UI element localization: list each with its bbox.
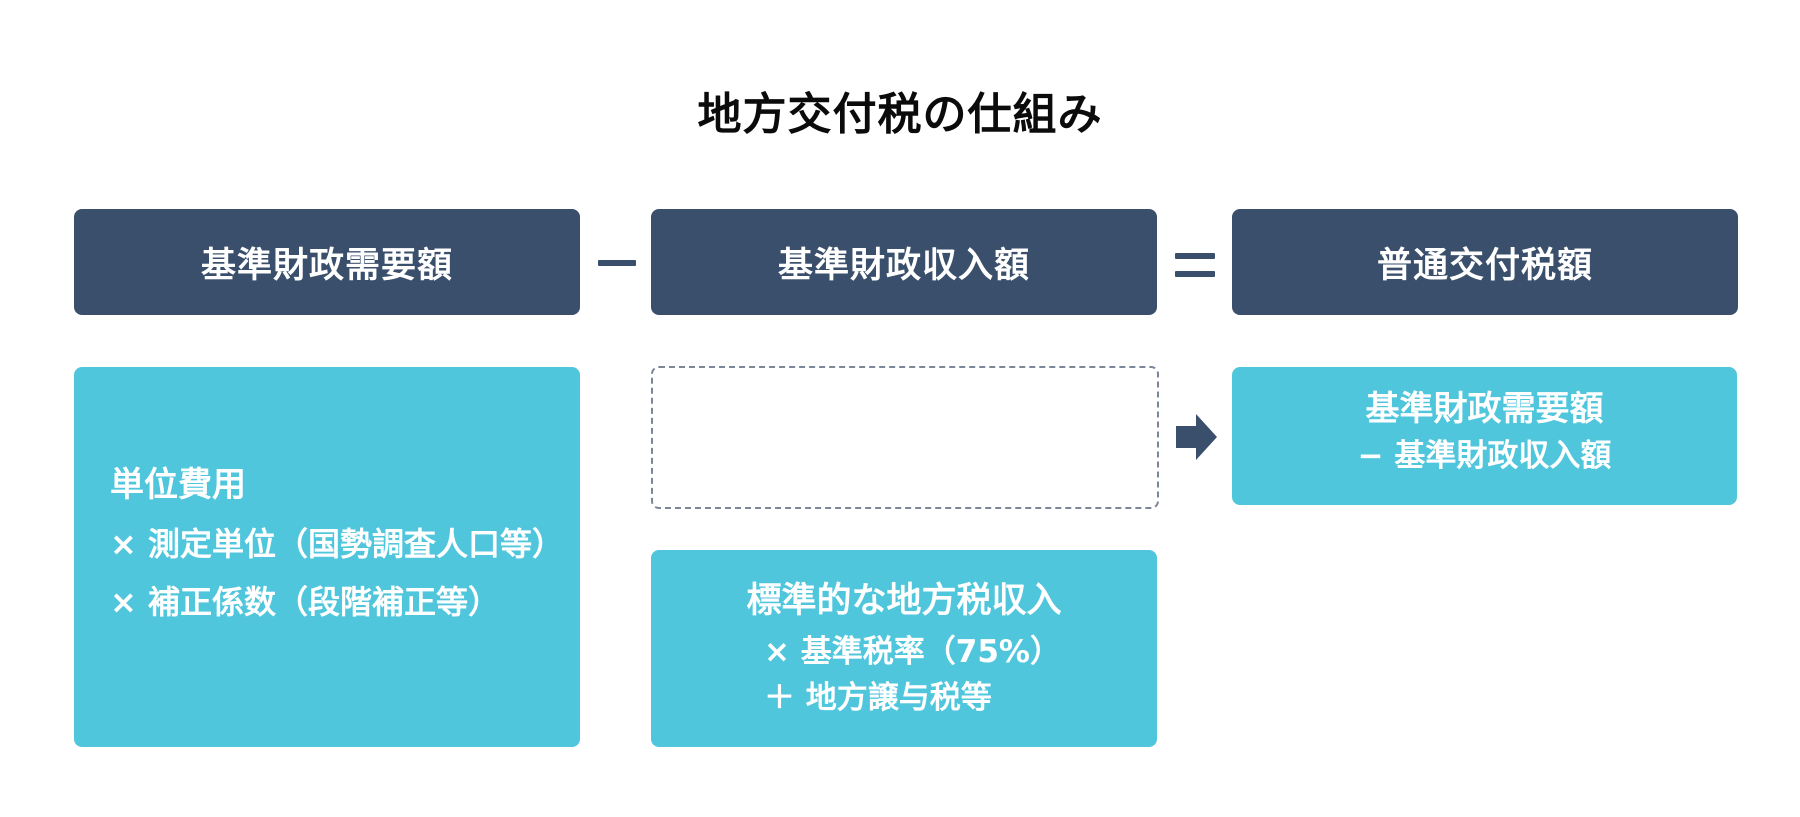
demand-formula-line-3: × 補正係数（段階補正等） (110, 583, 500, 621)
demand-formula-line-2: × 測定単位（国勢調査人口等） (110, 525, 564, 563)
header-standard-fiscal-revenue: 基準財政収入額 (651, 209, 1157, 315)
minus-operator (598, 260, 636, 266)
empty-placeholder-box (651, 366, 1159, 509)
revenue-formula-line-1: 標準的な地方税収入 (746, 581, 1062, 621)
equals-bar-top (1175, 253, 1215, 259)
equals-operator (1175, 253, 1215, 277)
right-arrow-icon (1176, 414, 1217, 460)
revenue-formula-line-2: × 基準税率（75%） (764, 634, 1061, 670)
page-title: 地方交付税の仕組み (697, 89, 1103, 140)
grant-formula-box: 基準財政需要額 − 基準財政収入額 (1232, 367, 1737, 505)
demand-formula-line-1: 単位費用 (110, 465, 246, 505)
header-ordinary-grant-tax: 普通交付税額 (1232, 209, 1738, 315)
revenue-formula-line-3: ＋ 地方譲与税等 (764, 680, 992, 716)
revenue-formula-box: 標準的な地方税収入 × 基準税率（75%） ＋ 地方譲与税等 (651, 550, 1157, 747)
equals-bar-bottom (1175, 271, 1215, 277)
demand-formula-box: 単位費用 × 測定単位（国勢調査人口等） × 補正係数（段階補正等） (74, 367, 580, 747)
demand-formula-lines: 単位費用 × 測定単位（国勢調査人口等） × 補正係数（段階補正等） (110, 467, 564, 620)
grant-formula-line-2: − 基準財政収入額 (1357, 438, 1612, 474)
header-standard-fiscal-demand: 基準財政需要額 (74, 209, 580, 315)
grant-formula-line-1: 基準財政需要額 (1365, 389, 1604, 429)
